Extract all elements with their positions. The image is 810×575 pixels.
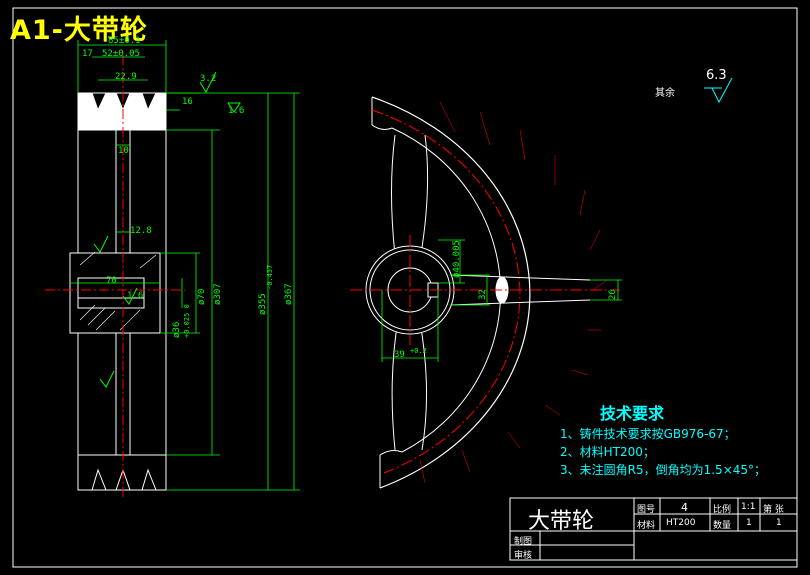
dim-pitch-b: 52±0.05 <box>102 49 140 59</box>
dim-pitch-a: 17 <box>82 49 93 59</box>
dim-hub-outer: ø70 <box>197 288 207 305</box>
title-block-name: 大带轮 <box>528 509 595 534</box>
side-dimensions <box>70 40 300 491</box>
tb-scale: 1:1 <box>741 502 756 512</box>
rim-bottom <box>77 454 167 491</box>
tb-drawn-label: 制图 <box>514 537 533 547</box>
roughness-value: 6.3 <box>706 68 727 83</box>
dim-small-a: 16 <box>182 97 193 107</box>
dim-key-height: ø40.005 <box>452 240 462 278</box>
rim-fillet-top <box>371 124 393 130</box>
requirement-3: 3、未注圆角R5，倒角均为1.5×45°； <box>560 463 767 477</box>
dim-rough-a: 3.2 <box>200 74 217 84</box>
tb-sheet-label: 第 张 <box>763 505 784 515</box>
tb-material: HT200 <box>666 518 696 528</box>
tb-material-label: 材料 <box>637 521 656 531</box>
rim-fillet-bottom <box>379 450 403 456</box>
dim-307: ø307 <box>213 283 223 305</box>
dim-367: ø367 <box>284 283 294 305</box>
rim-hatch <box>419 101 608 484</box>
drawing-title: A1-大带轮 <box>10 15 148 46</box>
dim-top-overall: 85±0.1 <box>108 36 141 46</box>
front-dimensions <box>381 239 622 362</box>
spoke-top <box>391 134 429 261</box>
spoke-right <box>449 274 591 306</box>
dim-hub-tol: +0.025 0 <box>183 304 191 338</box>
dim-groove-width: 22.9 <box>115 72 137 82</box>
requirement-1: 1、铸件技术要求按GB976-67； <box>560 427 736 441</box>
roughness-symbol <box>711 77 733 104</box>
dim-hub-len: 70 <box>106 276 117 286</box>
title-block <box>509 497 798 561</box>
dim-web-thickness: 10 <box>118 146 129 156</box>
dim-355: ø355 <box>258 293 268 315</box>
section-view <box>45 55 185 500</box>
dim-hub-dia-front: 39 <box>394 350 405 360</box>
roughness-marks <box>93 71 241 388</box>
front-view <box>350 96 620 489</box>
roughness-label: 其余 <box>655 88 675 99</box>
tb-checked-label: 审核 <box>514 551 533 561</box>
dim-spoke: 26 <box>608 289 618 300</box>
tb-qty: 1 <box>746 518 752 528</box>
dim-rough-b: 1.6 <box>228 106 245 116</box>
tb-qty-label: 数量 <box>713 521 732 531</box>
rim-outer-arc <box>371 96 531 489</box>
dim-hub-bore: ø36 <box>172 321 182 338</box>
requirements-title: 技术要求 <box>600 404 665 423</box>
tb-drawing-no: 4 <box>681 501 688 514</box>
pitch-circle <box>371 109 521 474</box>
dim-hub-step: 12.8 <box>130 226 152 236</box>
tb-qty2: 1 <box>776 518 782 528</box>
dim-hub-sub: 1.6 <box>127 291 144 301</box>
tb-scale-label: 比例 <box>713 505 732 515</box>
dim-355-tol: -0.437 <box>266 264 274 290</box>
dim-hub-dia-front-tol: +0.2 <box>410 347 427 355</box>
drawing-frame <box>12 7 798 568</box>
tb-drawing-no-label: 图号 <box>637 505 656 515</box>
requirement-2: 2、材料HT200； <box>560 445 655 459</box>
rim-top <box>77 92 167 131</box>
dim-key-width: 32 <box>478 289 488 300</box>
spoke-bottom <box>391 319 428 451</box>
